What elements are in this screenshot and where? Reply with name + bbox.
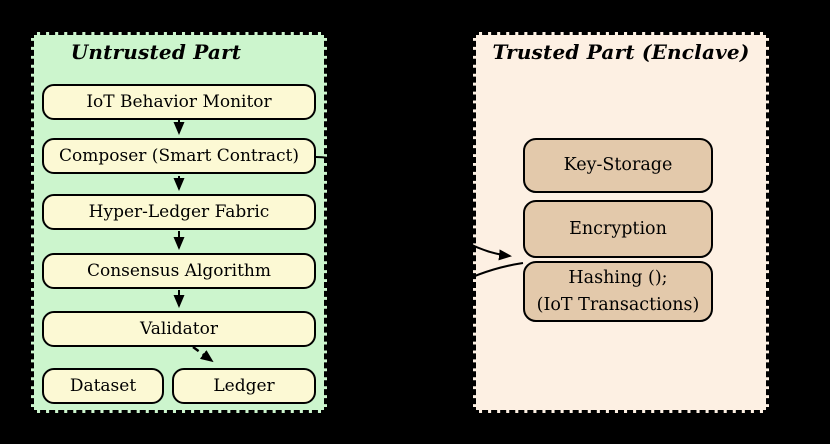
hashing-line2: (IoT Transactions)	[536, 294, 700, 315]
box-encryption: Encryption	[523, 200, 713, 258]
hashing-line1: Hashing ();	[568, 268, 668, 289]
box-key-storage: Key-Storage	[523, 138, 713, 193]
box-validator: Validator	[42, 311, 316, 347]
box-iot-behavior-monitor: IoT Behavior Monitor	[42, 84, 316, 120]
box-ledger: Ledger	[172, 368, 316, 404]
box-hashing-iot-transactions: Hashing (); (IoT Transactions)	[523, 261, 713, 322]
box-composer-smart-contract: Composer (Smart Contract)	[42, 138, 316, 174]
box-dataset: Dataset	[42, 368, 164, 404]
box-consensus-algorithm: Consensus Algorithm	[42, 253, 316, 289]
untrusted-panel-title: Untrusted Part	[70, 40, 242, 64]
box-hyper-ledger-fabric: Hyper-Ledger Fabric	[42, 194, 316, 230]
trusted-panel-title: Trusted Part (Enclave)	[492, 40, 750, 64]
